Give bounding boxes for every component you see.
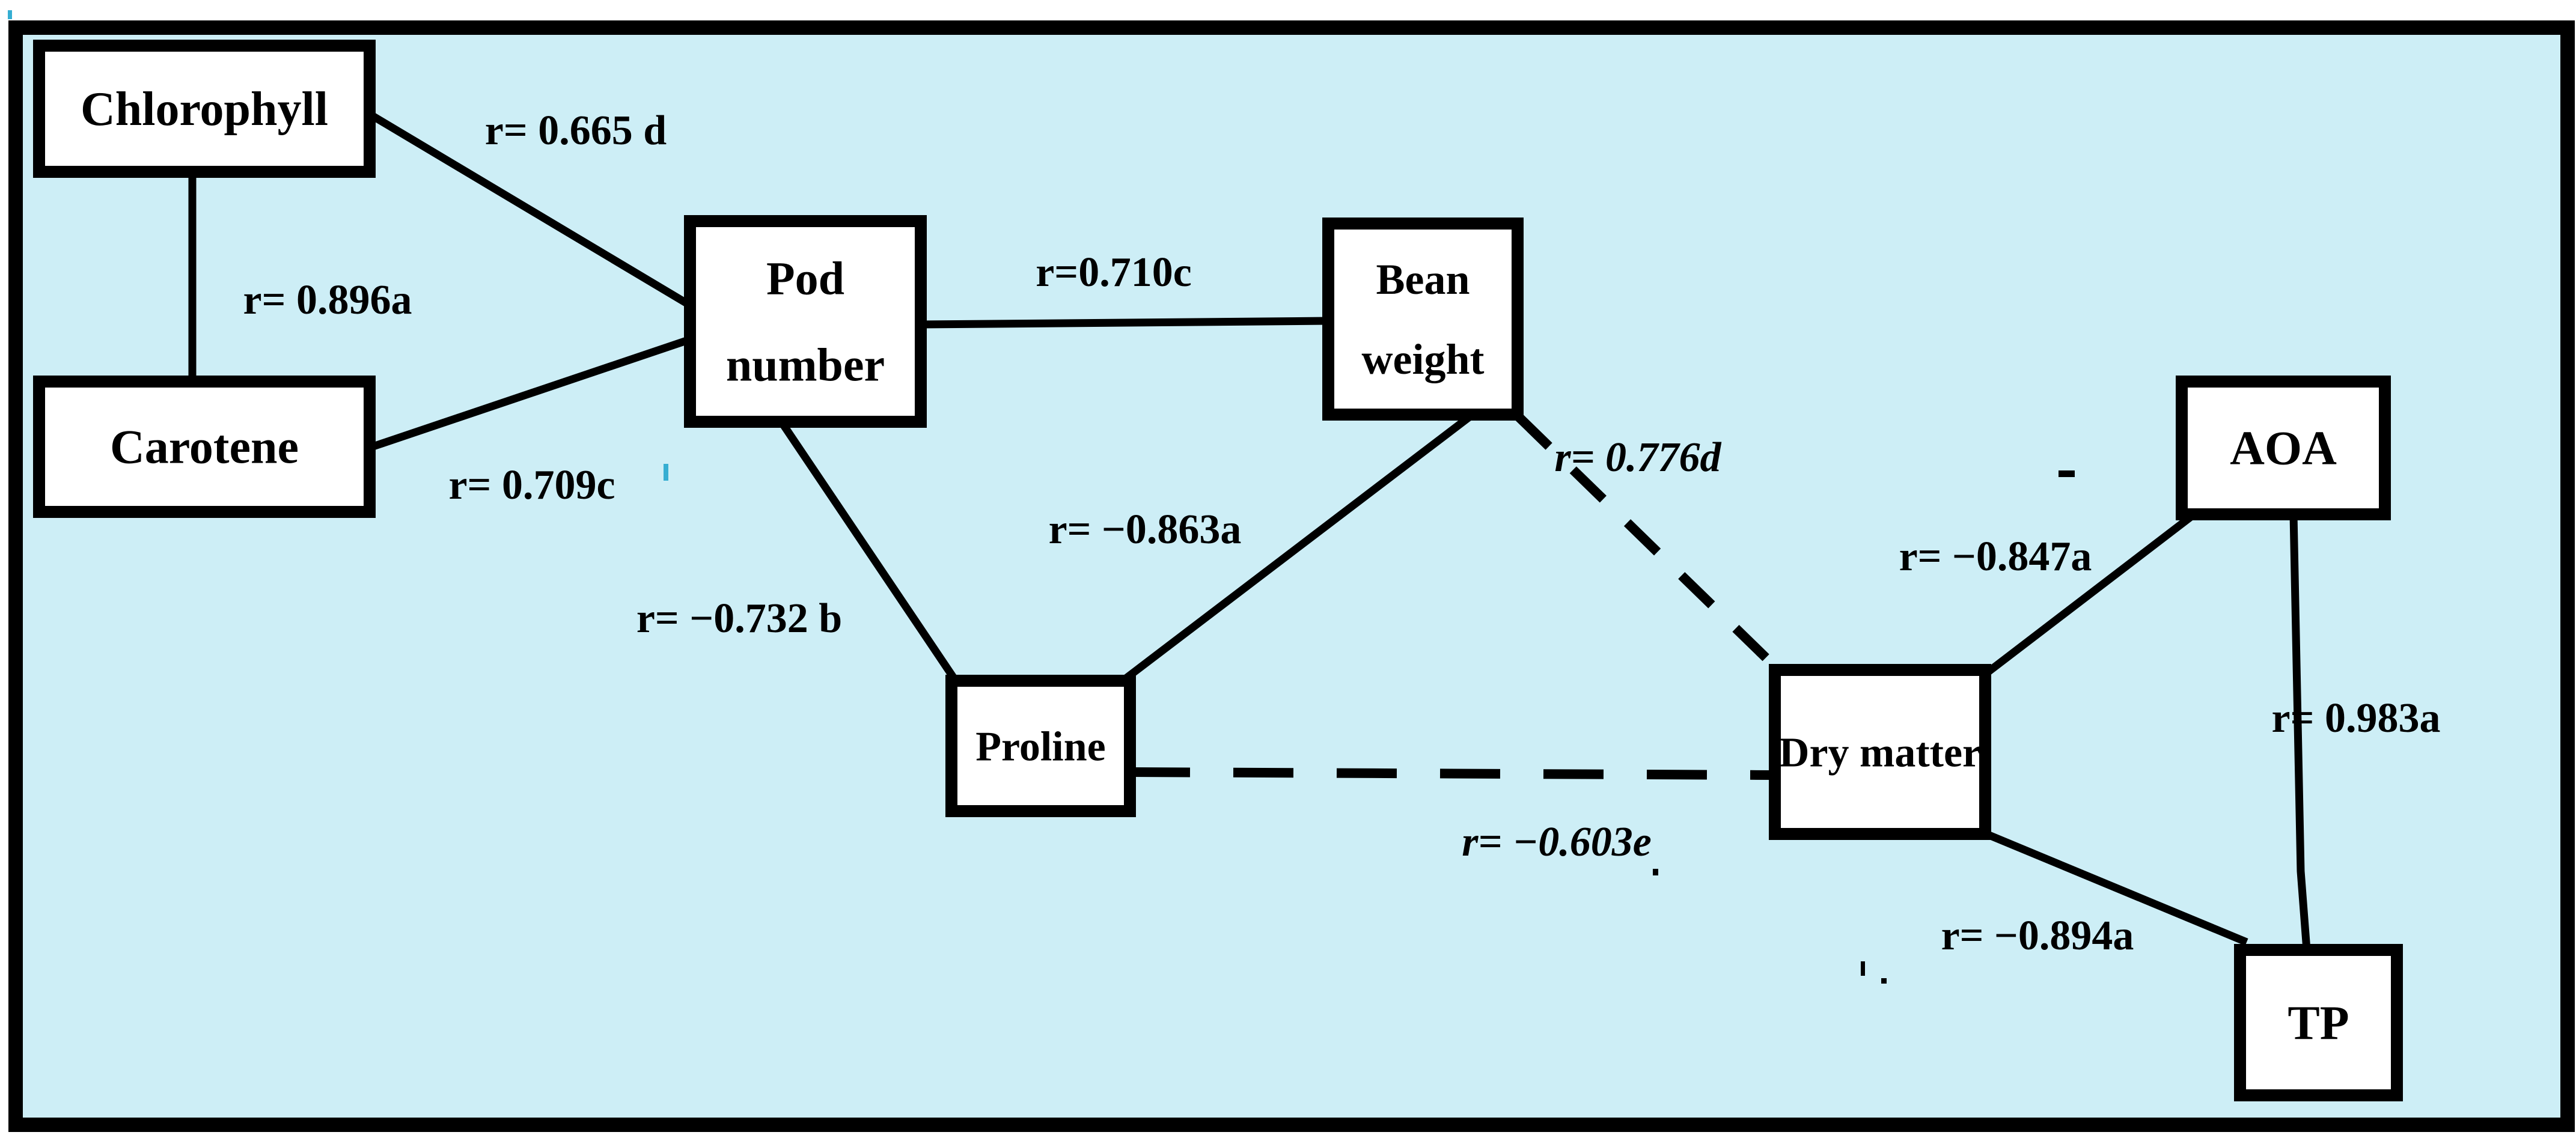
artifact-black-dash-left-of-aoa bbox=[2059, 470, 2075, 477]
artifact-tick-below-894a bbox=[1861, 961, 1865, 976]
edge-dry-matter-aoa bbox=[1983, 512, 2195, 678]
artifact-cyan-tick-top-left bbox=[8, 10, 12, 19]
edge-label-dry-matter-tp: r= −0.894a bbox=[1941, 913, 2134, 959]
edge-label-pod-number-proline: r= −0.732 b bbox=[636, 595, 842, 642]
figure-border bbox=[8, 20, 2575, 1132]
edge-label-dry-matter-aoa: r= −0.847a bbox=[1899, 534, 2092, 580]
node-chlorophyll-label: Chlorophyll bbox=[81, 83, 328, 136]
node-proline bbox=[945, 675, 1136, 817]
edge-bean-weight-dry-matter bbox=[1515, 413, 1780, 672]
edge-label-chlorophyll-pod-number: r= 0.665 d bbox=[485, 108, 667, 154]
node-aoa bbox=[2176, 376, 2391, 520]
edge-label-aoa-tp: r= 0.983a bbox=[2272, 695, 2441, 741]
node-chlorophyll bbox=[33, 40, 376, 178]
node-proline-label: Proline bbox=[975, 723, 1105, 770]
edge-label-pod-number-bean-weight: r=0.710c bbox=[1036, 249, 1192, 296]
edge-proline-dry-matter bbox=[1129, 767, 1775, 780]
edge-label-bean-weight-dry-matter: r= 0.776d bbox=[1554, 434, 1721, 481]
edge-chlorophyll-pod-number bbox=[367, 111, 692, 309]
edge-pod-number-bean-weight bbox=[920, 317, 1329, 329]
node-pod-number bbox=[684, 215, 927, 428]
node-dry-matter bbox=[1769, 664, 1991, 840]
node-bean-weight bbox=[1322, 218, 1524, 421]
edge-dry-matter-tp bbox=[1982, 829, 2248, 946]
edge-aoa-tp bbox=[2289, 514, 2311, 951]
node-aoa-label: AOA bbox=[2230, 422, 2337, 475]
node-dry-matter-label: Dry matter bbox=[1779, 729, 1981, 776]
node-carotene-label: Carotene bbox=[110, 421, 299, 474]
edge-pod-number-proline bbox=[778, 419, 959, 683]
edge-label-carotene-pod-number: r= 0.709c bbox=[448, 462, 615, 508]
artifact-dot-below-894a bbox=[1881, 978, 1887, 984]
edge-label-chlorophyll-carotene: r= 0.896a bbox=[243, 277, 412, 323]
edge-label-proline-dry-matter: r= −0.603e bbox=[1462, 819, 1652, 865]
edge-bean-weight-proline bbox=[1120, 411, 1475, 684]
artifact-dot-below-603e bbox=[1653, 869, 1658, 875]
artifact-cyan-tick-mid-left bbox=[664, 464, 668, 481]
node-carotene bbox=[33, 376, 376, 518]
node-tp bbox=[2234, 944, 2403, 1101]
node-tp-label: TP bbox=[2288, 997, 2349, 1050]
edge-label-bean-weight-proline: r= −0.863a bbox=[1049, 507, 1242, 553]
edge-carotene-pod-number bbox=[368, 335, 692, 452]
